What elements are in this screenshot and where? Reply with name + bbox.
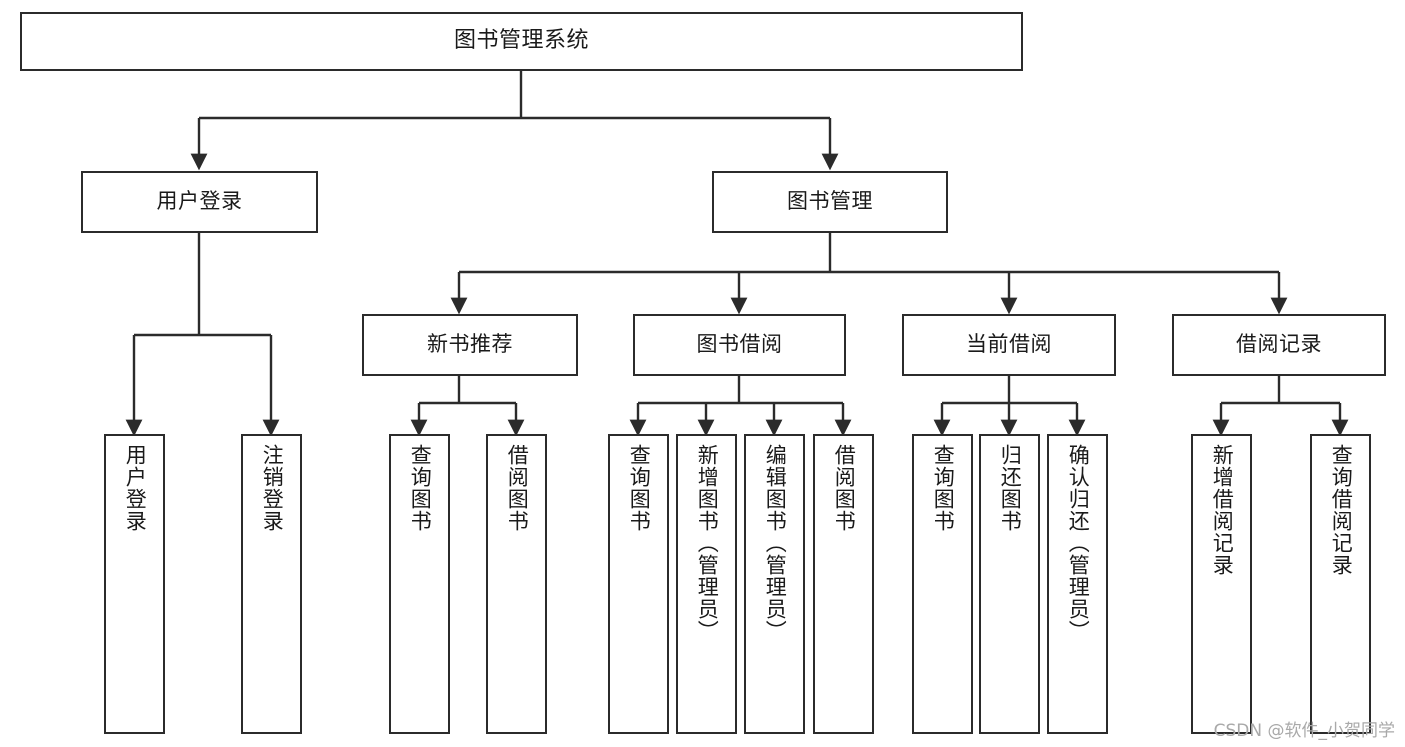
- node-new-book-recommendation[interactable]: 新书推荐: [362, 314, 578, 376]
- node-leaf-query-book-rec[interactable]: 查询图书: [389, 434, 450, 734]
- node-borrow-record-label: 借阅记录: [1236, 332, 1322, 357]
- node-book-manage[interactable]: 图书管理: [712, 171, 948, 233]
- node-leaf-user-login[interactable]: 用户登录: [104, 434, 165, 734]
- node-leaf-query-borrow-record[interactable]: 查询借阅记录: [1310, 434, 1371, 734]
- node-leaf-borrow-book-rec[interactable]: 借阅图书: [486, 434, 547, 734]
- node-root-system[interactable]: 图书管理系统: [20, 12, 1023, 71]
- node-leaf-borrow-book-rec-label: 借阅图书: [505, 444, 530, 532]
- node-current-borrow-label: 当前借阅: [966, 332, 1052, 357]
- node-leaf-return-book[interactable]: 归还图书: [979, 434, 1040, 734]
- node-leaf-add-borrow-record[interactable]: 新增借阅记录: [1191, 434, 1252, 734]
- node-leaf-logout-label: 注销登录: [260, 444, 285, 532]
- node-leaf-confirm-return-admin[interactable]: 确认归还（管理员）: [1047, 434, 1108, 734]
- node-leaf-edit-book-admin[interactable]: 编辑图书（管理员）: [744, 434, 805, 734]
- node-current-borrow[interactable]: 当前借阅: [902, 314, 1116, 376]
- node-leaf-return-book-label: 归还图书: [998, 444, 1023, 532]
- node-user-login[interactable]: 用户登录: [81, 171, 318, 233]
- node-root-system-label: 图书管理系统: [453, 28, 589, 54]
- node-leaf-borrow-book[interactable]: 借阅图书: [813, 434, 874, 734]
- node-borrow-record[interactable]: 借阅记录: [1172, 314, 1386, 376]
- node-user-login-label: 用户登录: [156, 189, 243, 214]
- node-leaf-query-book-current-label: 查询图书: [931, 444, 956, 532]
- node-leaf-query-book-current[interactable]: 查询图书: [912, 434, 973, 734]
- node-leaf-add-borrow-record-label: 新增借阅记录: [1210, 444, 1235, 576]
- node-leaf-user-login-label: 用户登录: [123, 444, 148, 532]
- node-leaf-edit-book-admin-label: 编辑图书（管理员）: [763, 444, 788, 642]
- node-book-borrow[interactable]: 图书借阅: [633, 314, 846, 376]
- node-book-borrow-label: 图书借阅: [696, 332, 783, 357]
- node-leaf-confirm-return-admin-label: 确认归还（管理员）: [1066, 444, 1091, 642]
- node-leaf-query-book-borrow-label: 查询图书: [627, 444, 652, 532]
- node-leaf-query-borrow-record-label: 查询借阅记录: [1329, 444, 1354, 576]
- node-leaf-query-book-borrow[interactable]: 查询图书: [608, 434, 669, 734]
- node-leaf-query-book-rec-label: 查询图书: [408, 444, 433, 532]
- node-leaf-borrow-book-label: 借阅图书: [832, 444, 857, 532]
- node-new-book-recommendation-label: 新书推荐: [427, 332, 513, 357]
- node-leaf-logout[interactable]: 注销登录: [241, 434, 302, 734]
- node-book-manage-label: 图书管理: [787, 189, 873, 214]
- node-leaf-add-book-admin-label: 新增图书（管理员）: [695, 444, 720, 642]
- node-leaf-add-book-admin[interactable]: 新增图书（管理员）: [676, 434, 737, 734]
